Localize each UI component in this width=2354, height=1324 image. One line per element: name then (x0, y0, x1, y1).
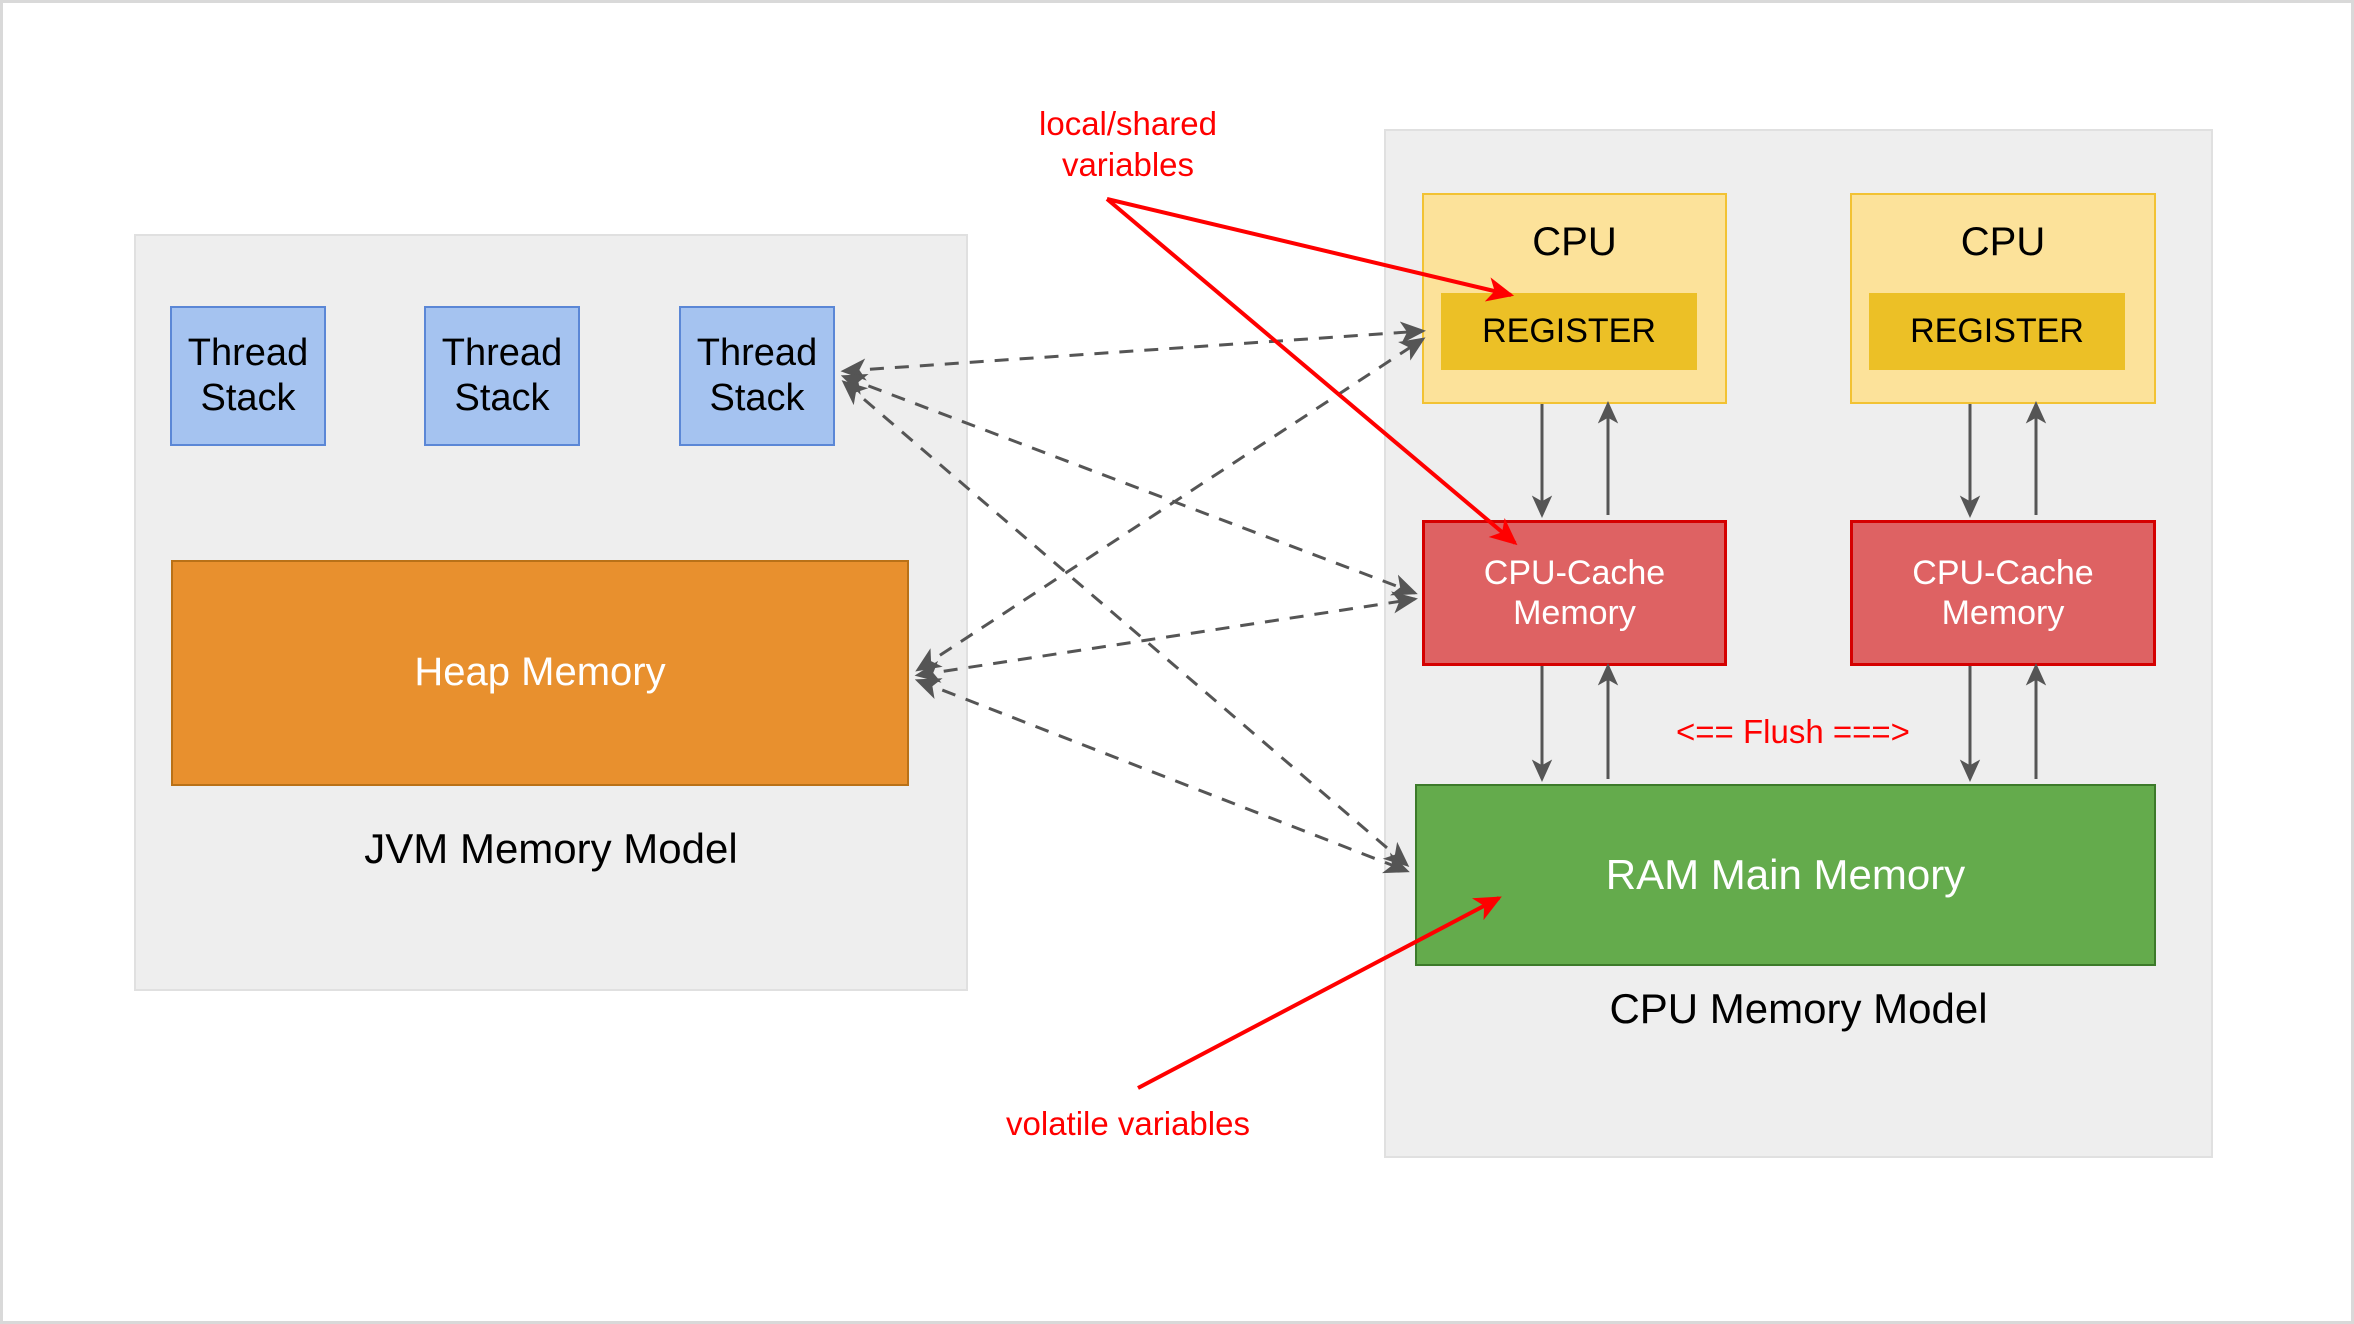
arrow-heap-to-cache (914, 591, 1418, 683)
heap-memory-box[interactable]: Heap Memory (171, 560, 909, 786)
heap-memory-label: Heap Memory (414, 650, 666, 695)
ram-main-memory-label: RAM Main Memory (1605, 851, 1966, 899)
register-label-2: REGISTER (1910, 312, 2084, 351)
cpu-label-2: CPU (1960, 220, 2046, 264)
cpu-cache-memory-label-2: CPU-Cache Memory (1912, 553, 2094, 632)
thread-stack-box-1[interactable]: Thread Stack (170, 306, 326, 446)
cpu-cache-memory-box-2[interactable]: CPU-Cache Memory (1850, 520, 2156, 666)
cpu-cache-memory-label-1: CPU-Cache Memory (1483, 553, 1666, 632)
thread-stack-label-3: Thread Stack (696, 332, 818, 419)
annotation-volatile-variables: volatile variables (1006, 1105, 1250, 1142)
ram-main-memory-box[interactable]: RAM Main Memory (1415, 784, 2156, 966)
arrow-heap-to-ram (914, 678, 1410, 874)
jvm-panel-title: JVM Memory Model (364, 825, 738, 872)
annotation-local-shared-variables: local/shared variables (1039, 105, 1217, 184)
flush-label: <== Flush ===> (1676, 713, 1910, 750)
register-box-2[interactable]: REGISTER (1869, 293, 2125, 370)
thread-stack-label-1: Thread Stack (187, 332, 309, 419)
cpu-cache-memory-box-1[interactable]: CPU-Cache Memory (1422, 520, 1727, 666)
thread-stack-box-3[interactable]: Thread Stack (679, 306, 835, 446)
register-box-1[interactable]: REGISTER (1441, 293, 1697, 370)
arrow-heap-to-register (915, 337, 1426, 672)
register-label-1: REGISTER (1482, 312, 1656, 351)
cpu-label-1: CPU (1532, 220, 1617, 264)
thread-stack-box-2[interactable]: Thread Stack (424, 306, 580, 446)
thread-stack-label-2: Thread Stack (441, 332, 563, 419)
cpu-panel-title: CPU Memory Model (1609, 985, 1988, 1032)
